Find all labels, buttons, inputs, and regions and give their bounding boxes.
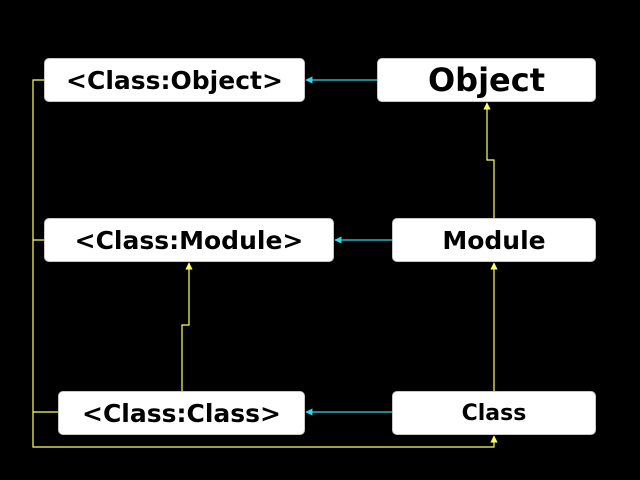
node-module: Module <box>392 218 596 262</box>
node-object: Object <box>377 58 596 102</box>
node-class-module-metaclass: <Class:Module> <box>44 218 334 262</box>
node-class-class-metaclass: <Class:Class> <box>58 391 305 435</box>
edge-module-to-object <box>483 102 495 218</box>
node-class: Class <box>392 391 596 435</box>
edge-meta-class-to-meta-module <box>181 262 193 391</box>
edge-meta-object-to-class <box>32 79 498 448</box>
node-class-object-metaclass: <Class:Object> <box>44 58 305 102</box>
